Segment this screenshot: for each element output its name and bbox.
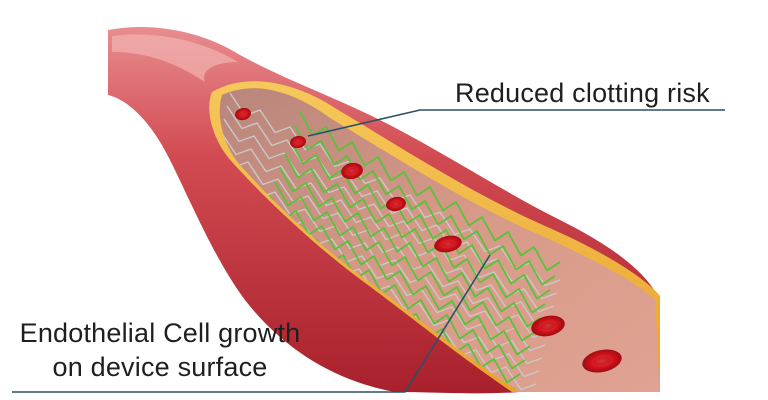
- callout-top-leader: [307, 109, 725, 137]
- red-blood-cell-center: [347, 167, 357, 175]
- stent-strut-green: [279, 167, 541, 328]
- stent-strut-green: [269, 195, 531, 356]
- red-blood-cell-center: [294, 139, 302, 145]
- callout-endothelial-growth: Endothelial Cell growth on device surfac…: [10, 316, 310, 384]
- stent-strut-green: [289, 139, 551, 300]
- stent-strut-silver: [220, 131, 552, 326]
- red-blood-cell-center: [239, 111, 247, 117]
- red-blood-cell-center: [391, 201, 401, 207]
- stent-strut-green: [294, 125, 556, 286]
- vessel-highlight: [112, 34, 238, 82]
- stent-strut-silver: [223, 118, 555, 313]
- red-blood-cell-center: [441, 240, 455, 248]
- stent-strut-green: [274, 181, 536, 342]
- red-blood-cells: [235, 107, 622, 373]
- callout-endothelial-line-2: on device surface: [52, 352, 268, 382]
- callout-endothelial-line-1: Endothelial Cell growth: [19, 318, 301, 348]
- stent-strut-silver: [219, 144, 549, 339]
- callout-reduced-clotting-risk: Reduced clotting risk: [455, 78, 710, 108]
- red-blood-cell-center: [593, 356, 611, 366]
- stent-strut-green: [299, 111, 561, 272]
- red-blood-cell-center: [540, 321, 556, 331]
- callout-bottom-leader: [12, 254, 491, 393]
- stent-strut-green: [284, 153, 546, 314]
